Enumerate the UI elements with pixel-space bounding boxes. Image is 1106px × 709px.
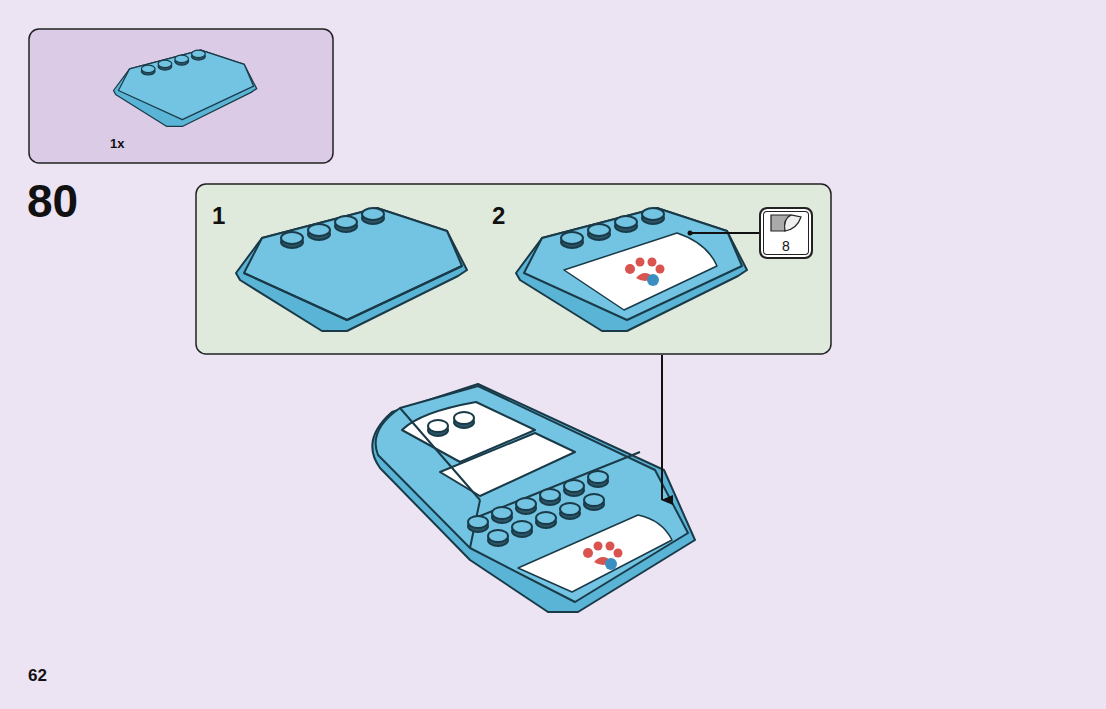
stud: [516, 498, 536, 510]
substep-number: 2: [492, 204, 505, 228]
model-assembly: [372, 384, 695, 612]
stud: [512, 521, 532, 533]
substep-panel: 1 2 8: [196, 184, 831, 354]
substep-panel-ground: [196, 184, 831, 354]
substep-number: 1: [212, 204, 225, 228]
stud: [564, 480, 584, 492]
stud: [536, 512, 556, 524]
sticker-leader: [690, 232, 759, 234]
parts-callout-box: 1x: [29, 29, 333, 163]
stud: [428, 420, 448, 432]
stud: [588, 471, 608, 483]
page-number: 62: [28, 667, 47, 684]
stud: [454, 412, 474, 424]
wedge-plate-part: [113, 50, 256, 126]
part-quantity: 1x: [110, 137, 124, 150]
sticker-icon: [761, 209, 811, 239]
sticker-number: 8: [782, 239, 790, 253]
stud: [540, 489, 560, 501]
placement-arrow: [661, 355, 663, 500]
wedge-plate-step1: [236, 208, 467, 331]
parts-box-ground: [29, 29, 333, 163]
stud: [468, 516, 488, 528]
step-number: 80: [27, 178, 78, 224]
sticker-sheet-box: 8: [759, 207, 813, 259]
stud: [584, 494, 604, 506]
wedge-plate-step2: [516, 208, 747, 331]
stud: [488, 530, 508, 542]
stud: [492, 507, 512, 519]
stud: [560, 503, 580, 515]
